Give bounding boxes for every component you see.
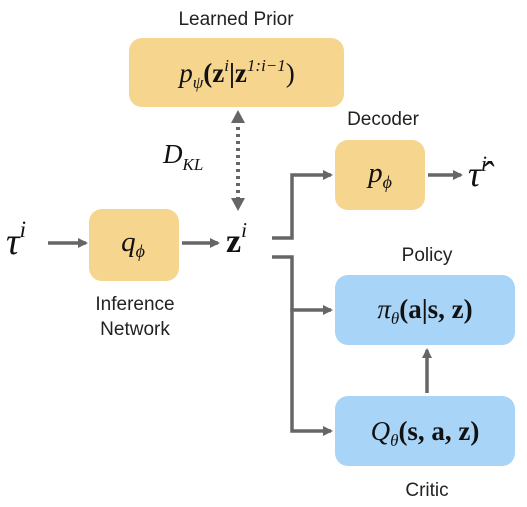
arrow-z-to-critic-branch (290, 308, 333, 436)
tau-hat-output: τ̂i (468, 151, 495, 194)
kl-arrowhead-up (231, 110, 245, 123)
arrow-z-to-policy-branch (272, 255, 333, 315)
prior-sup-range: 1:i−1 (247, 56, 286, 75)
prior-p: p (177, 58, 193, 88)
decoder-formula: pϕ (366, 157, 392, 192)
decoder-box (335, 140, 425, 210)
decoder-label: Decoder (347, 109, 419, 130)
critic-label: Critic (405, 480, 448, 501)
prior-close: ) (286, 58, 295, 88)
policy-pi: π (377, 294, 392, 324)
decoder-p: p (366, 157, 383, 189)
critic-Q: Q (371, 416, 391, 446)
inference-phi: ϕ (136, 241, 145, 261)
tau-in-base: τ (6, 221, 21, 263)
prior-psi: ψ (193, 73, 204, 92)
prior-box (129, 38, 344, 107)
critic-box (335, 396, 515, 466)
arrow-z-to-decoder (272, 170, 333, 240)
kl-D: D (162, 139, 183, 169)
policy-formula: πθ(a|s, z) (377, 294, 472, 328)
inference-box (89, 209, 179, 281)
arrows (48, 170, 463, 436)
z-base: z (226, 223, 241, 260)
inference-label-line1: Inference (95, 294, 174, 315)
policy-label: Policy (402, 245, 453, 266)
critic-theta: θ (390, 431, 398, 450)
inference-formula: qϕ (121, 226, 145, 261)
latent-z: zi (226, 218, 247, 260)
prior-open: (z (203, 58, 224, 88)
critic-formula: Qθ(s, a, z) (371, 416, 480, 450)
kl-arrowhead-down (231, 198, 245, 211)
inference-q: q (121, 226, 136, 258)
policy-args: (a|s, z) (399, 294, 472, 324)
tau-hat-sup: i (481, 151, 487, 176)
z-sup: i (241, 218, 247, 242)
tau-input: τi (6, 217, 26, 263)
tau-in-sup: i (20, 217, 26, 242)
policy-theta: θ (391, 309, 399, 328)
kl-sub: KL (182, 155, 204, 174)
policy-box (335, 275, 515, 345)
prior-sup-i: i (224, 56, 229, 75)
prior-bar: |z (229, 58, 247, 88)
inference-label-line2: Network (100, 319, 170, 340)
prior-formula: pψ(zi|z1:i−1) (177, 56, 295, 92)
kl-label: DKL (162, 139, 203, 174)
learned-prior-label: Learned Prior (178, 9, 294, 30)
decoder-phi: ϕ (383, 172, 392, 192)
critic-args: (s, a, z) (398, 416, 479, 446)
